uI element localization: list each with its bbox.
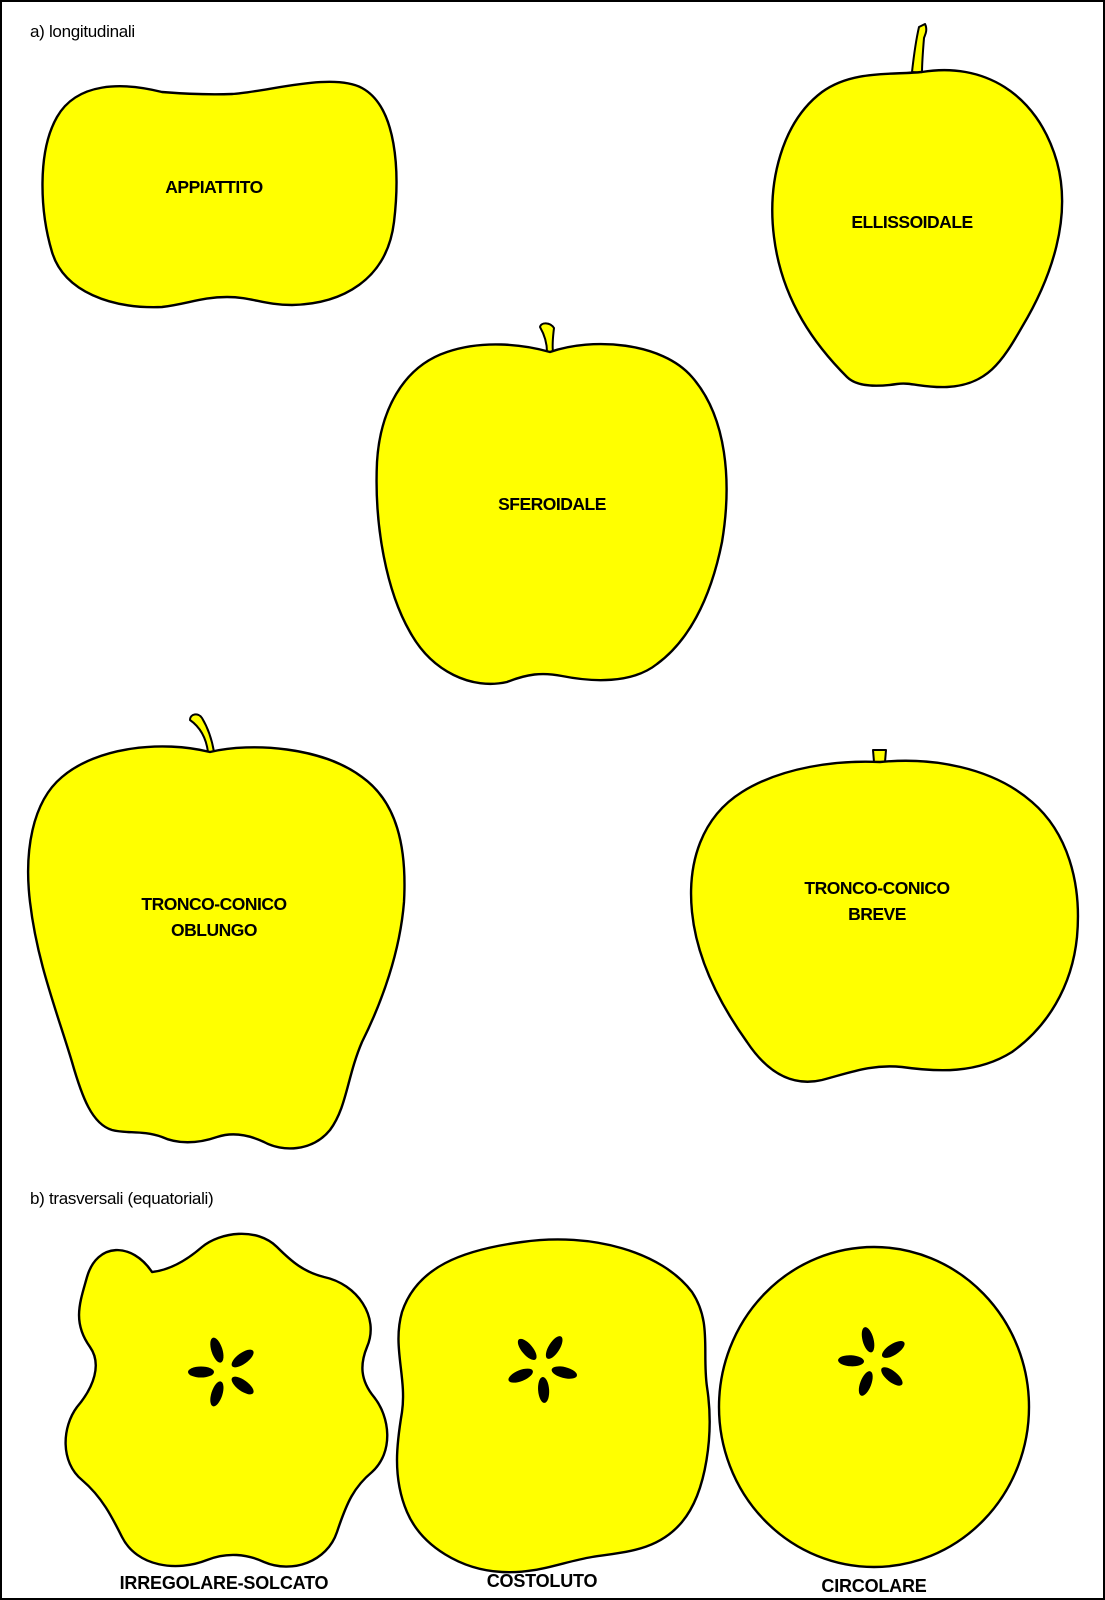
seed-icon xyxy=(861,1327,875,1353)
seeds-circolare xyxy=(838,1327,905,1396)
label-ellissoidale: ELLISSOIDALE xyxy=(851,212,972,232)
stem-icon xyxy=(911,23,928,74)
seed-icon xyxy=(538,1376,550,1403)
apple-tronco-conico-oblungo: TRONCO-CONICO OBLUNGO xyxy=(27,713,406,1150)
apple-appiattito: APPIATTITO xyxy=(41,80,398,309)
caption-circolare: CIRCOLARE xyxy=(821,1576,926,1596)
section-costoluto-outline xyxy=(395,1238,711,1574)
section-circolare-outline xyxy=(717,1245,1031,1569)
section-costoluto: COSTOLUTO xyxy=(395,1238,711,1591)
seed-icon xyxy=(551,1366,578,1379)
apple-tronco-conico-breve: TRONCO-CONICO BREVE xyxy=(689,749,1080,1083)
label-appiattito: APPIATTITO xyxy=(165,177,262,197)
section-irregolare-solcato: IRREGOLARE-SOLCATO xyxy=(64,1232,389,1593)
section-heading-longitudinal: a) longitudinali xyxy=(30,22,135,41)
apple-ellissoidale-outline xyxy=(771,68,1064,389)
apple-tronco-conico-oblungo-outline xyxy=(27,745,406,1150)
label-sferoidale: SFEROIDALE xyxy=(498,494,606,514)
seed-icon xyxy=(858,1371,873,1396)
seed-icon xyxy=(881,1341,905,1358)
seed-icon xyxy=(231,1349,254,1368)
stem-icon xyxy=(539,322,555,353)
label-tronco-conico-breve-line2: BREVE xyxy=(848,904,906,924)
seed-icon xyxy=(545,1336,563,1359)
section-circolare: CIRCOLARE xyxy=(717,1245,1031,1596)
seed-icon xyxy=(838,1355,865,1367)
caption-irregolare-solcato: IRREGOLARE-SOLCATO xyxy=(120,1573,329,1593)
stem-icon xyxy=(872,749,887,763)
seed-icon xyxy=(517,1338,537,1360)
apple-sferoidale: SFEROIDALE xyxy=(375,322,728,686)
section-heading-transversal: b) trasversali (equatoriali) xyxy=(30,1189,214,1208)
label-tronco-conico-oblungo-line1: TRONCO-CONICO xyxy=(141,894,286,914)
seed-icon xyxy=(508,1368,533,1383)
section-irregolare-solcato-outline xyxy=(64,1232,389,1568)
seeds-irregolare-solcato xyxy=(188,1337,254,1407)
apple-ellissoidale: ELLISSOIDALE xyxy=(771,23,1064,389)
apple-tronco-conico-breve-outline xyxy=(689,759,1080,1083)
seed-icon xyxy=(881,1367,903,1386)
caption-costoluto: COSTOLUTO xyxy=(487,1571,598,1591)
label-tronco-conico-breve-line1: TRONCO-CONICO xyxy=(804,878,949,898)
seed-icon xyxy=(231,1376,254,1395)
seeds-costoluto xyxy=(508,1336,578,1403)
label-tronco-conico-oblungo-line2: OBLUNGO xyxy=(171,920,257,940)
apple-sferoidale-outline xyxy=(375,342,728,686)
seed-icon xyxy=(188,1366,214,1378)
stem-icon xyxy=(189,713,215,753)
seed-icon xyxy=(210,1337,224,1363)
seed-icon xyxy=(210,1381,224,1407)
apple-appiattito-outline xyxy=(41,80,398,309)
